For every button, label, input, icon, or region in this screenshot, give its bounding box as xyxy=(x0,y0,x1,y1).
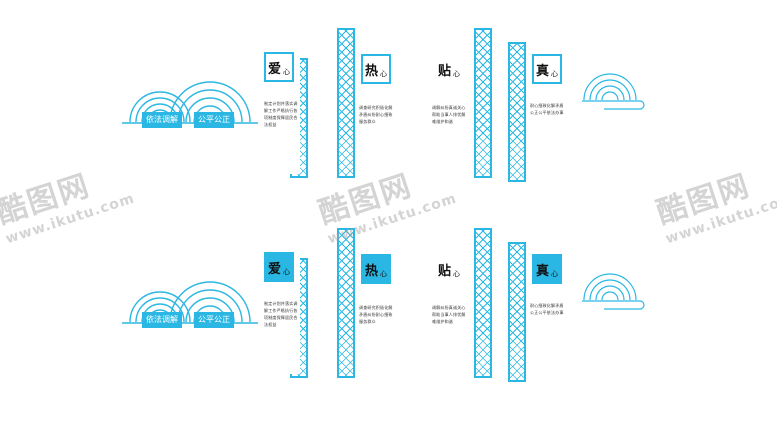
tag-lawful-mediation: 依法调解 xyxy=(142,112,182,128)
panel-text: 调查研究积极化解矛盾纠纷耐心细致服务群众 xyxy=(359,105,393,124)
tag-lawful-mediation: 依法调解 xyxy=(142,312,182,328)
panel-text: 制定计划并落实调解工作严格执行各项制度保障居民合法权益 xyxy=(264,101,298,127)
panel-text: 调解纠纷真诚关心帮助当事人排忧解难维护和谐 xyxy=(432,105,466,124)
panel-love-heart: 爱心 制定计划并落实调解工作严格执行各项制度保障居民合法权益 xyxy=(262,46,300,174)
panel-text: 耐心细致化解矛盾公正公平依法办事 xyxy=(530,303,564,315)
panel-title: 热心 xyxy=(361,54,391,84)
lattice-strip xyxy=(508,42,526,182)
panel-title: 爱心 xyxy=(264,52,294,82)
panel-title: 真心 xyxy=(532,54,562,84)
lattice-strip xyxy=(474,228,492,378)
panel-true-heart: 真心 耐心细致化解矛盾公正公平依法办事 xyxy=(528,246,566,374)
panel-caring-heart: 贴心 调解纠纷真诚关心帮助当事人排忧解难维护和谐 xyxy=(430,38,468,166)
lattice-strip xyxy=(337,228,355,378)
panel-true-heart: 真心 耐心细致化解矛盾公正公平依法办事 xyxy=(528,46,566,174)
panel-text: 调解纠纷真诚关心帮助当事人排忧解难维护和谐 xyxy=(432,305,466,324)
lattice-strip xyxy=(337,28,355,178)
panel-text: 制定计划并落实调解工作严格执行各项制度保障居民合法权益 xyxy=(264,301,298,327)
cloud-arcs-decoration xyxy=(122,281,258,324)
design-variant-bottom: 依法调解 公平公正 爱心 制定计划并落实调解工作严格执行各项制度保障居民合法权益… xyxy=(0,220,777,410)
panel-warm-heart: 热心 调查研究积极化解矛盾纠纷耐心细致服务群众 xyxy=(355,238,393,366)
tag-fair-just: 公平公正 xyxy=(194,112,234,128)
panel-title: 热心 xyxy=(361,254,391,284)
cloud-arcs-decoration xyxy=(582,273,645,310)
lattice-strip xyxy=(474,28,492,178)
panel-title: 真心 xyxy=(532,254,562,284)
panel-title: 贴心 xyxy=(437,63,460,79)
lattice-strip xyxy=(508,242,526,382)
cloud-arcs-decoration xyxy=(122,81,258,124)
panel-caring-heart: 贴心 调解纠纷真诚关心帮助当事人排忧解难维护和谐 xyxy=(430,238,468,366)
panel-text: 耐心细致化解矛盾公正公平依法办事 xyxy=(530,103,564,115)
panel-title: 贴心 xyxy=(437,263,460,279)
design-variant-top: 依法调解 公平公正 爱心 制定计划并落实调解工作严格执行各项制度保障居民合法权益… xyxy=(0,20,777,210)
tag-fair-just: 公平公正 xyxy=(194,312,234,328)
panel-title: 爱心 xyxy=(264,252,294,282)
panel-text: 调查研究积极化解矛盾纠纷耐心细致服务群众 xyxy=(359,305,393,324)
panel-warm-heart: 热心 调查研究积极化解矛盾纠纷耐心细致服务群众 xyxy=(355,38,393,166)
cloud-arcs-decoration xyxy=(582,73,645,110)
panel-love-heart: 爱心 制定计划并落实调解工作严格执行各项制度保障居民合法权益 xyxy=(262,246,300,374)
